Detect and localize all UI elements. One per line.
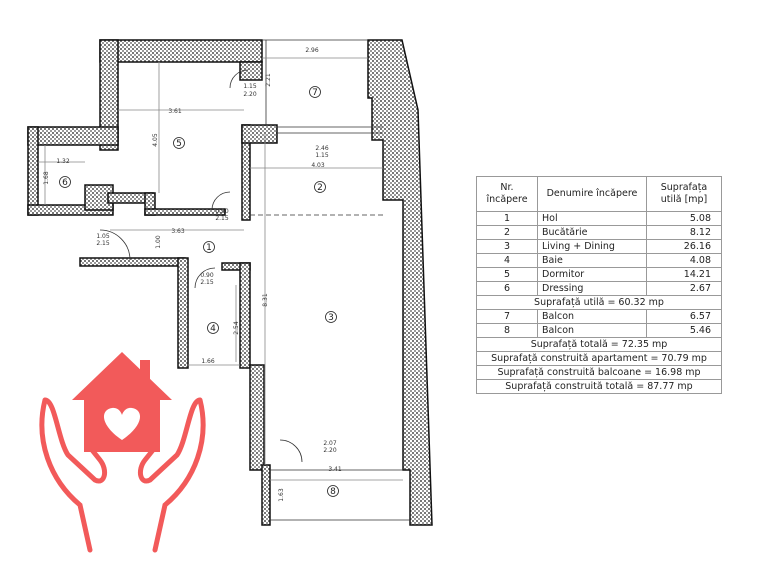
room-name: Living + Dining xyxy=(537,239,647,254)
dimension-label: 2.15 xyxy=(96,240,110,247)
room-number: 5 xyxy=(176,139,182,149)
subtotal-row: Suprafață utilă = 60.32 mp xyxy=(476,295,722,310)
area-table: Nr. încăpere Denumire încăpere Suprafața… xyxy=(476,176,722,394)
dimension-label: 2.54 xyxy=(233,321,240,335)
total-row-text: Suprafață construită balcoane = 16.98 mp xyxy=(476,365,722,380)
dimension-label: 2.07 xyxy=(323,440,337,447)
room-nr: 8 xyxy=(476,323,538,338)
room-number-circle xyxy=(327,485,339,497)
room-name: Balcon xyxy=(537,323,647,338)
dimension-label: 2.21 xyxy=(265,73,272,87)
room-number-circle xyxy=(207,322,219,334)
dimension-label: 1.15 xyxy=(315,152,329,159)
dimension-label: 1.15 xyxy=(243,83,257,90)
room-area: 8.12 xyxy=(646,225,722,240)
room-area: 5.46 xyxy=(646,323,722,338)
room-nr: 2 xyxy=(476,225,538,240)
room-nr: 5 xyxy=(476,267,538,282)
total-row: Suprafață construită totală = 87.77 mp xyxy=(476,379,722,394)
room-nr: 4 xyxy=(476,253,538,268)
house-heart-hands-icon xyxy=(39,352,206,553)
room-number-circle xyxy=(203,241,215,253)
dimension-label: 0.90 xyxy=(200,272,214,279)
room-number-circle xyxy=(325,311,337,323)
table-row: 7 Balcon 6.57 xyxy=(476,309,722,324)
header-nr: Nr. încăpere xyxy=(476,176,538,212)
room-number: 6 xyxy=(62,178,68,188)
dimension-label: 3.41 xyxy=(328,466,342,473)
header-name: Denumire încăpere xyxy=(537,176,647,212)
dimension-labels: 2.962.211.152.203.614.052.461.154.031.32… xyxy=(43,47,342,502)
room-name: Baie xyxy=(537,253,647,268)
room-name: Hol xyxy=(537,211,647,226)
total-row: Suprafață totală = 72.35 mp xyxy=(476,337,722,352)
table-row: 3 Living + Dining 26.16 xyxy=(476,239,722,254)
room-name: Dormitor xyxy=(537,267,647,282)
table-row: 2 Bucătărie 8.12 xyxy=(476,225,722,240)
header-area: Suprafața utilă [mp] xyxy=(646,176,722,212)
table-row: 8 Balcon 5.46 xyxy=(476,323,722,338)
room-nr: 6 xyxy=(476,281,538,296)
room-nr: 3 xyxy=(476,239,538,254)
room-number: 2 xyxy=(317,183,323,193)
room-area: 2.67 xyxy=(646,281,722,296)
table-row: 4 Baie 4.08 xyxy=(476,253,722,268)
room-area: 5.08 xyxy=(646,211,722,226)
room-name: Bucătărie xyxy=(537,225,647,240)
room-number-circle xyxy=(314,181,326,193)
total-row: Suprafață construită apartament = 70.79 … xyxy=(476,351,722,366)
dimension-label: 4.03 xyxy=(311,162,325,169)
room-area: 6.57 xyxy=(646,309,722,324)
room-nr: 7 xyxy=(476,309,538,324)
dimension-label: 4.05 xyxy=(152,133,159,147)
dimension-label: 1.66 xyxy=(201,358,215,365)
dimension-label: 3.61 xyxy=(168,108,182,115)
dimension-label: 2.20 xyxy=(243,91,257,98)
plan-lines xyxy=(38,39,410,521)
room-name: Balcon xyxy=(537,309,647,324)
room-name: Dressing xyxy=(537,281,647,296)
room-number: 3 xyxy=(328,313,334,323)
total-row: Suprafață construită balcoane = 16.98 mp xyxy=(476,365,722,380)
dimension-label: 8.31 xyxy=(262,293,269,307)
total-row-text: Suprafață construită apartament = 70.79 … xyxy=(476,351,722,366)
room-numbers: 1 2 3 4 5 6 7 8 xyxy=(59,86,339,497)
room-number: 8 xyxy=(330,487,336,497)
room-area: 26.16 xyxy=(646,239,722,254)
table-header-row: Nr. încăpere Denumire încăpere Suprafața… xyxy=(476,176,722,212)
dimension-label: 1.05 xyxy=(96,233,110,240)
room-number: 1 xyxy=(206,243,212,253)
table-row: 5 Dormitor 14.21 xyxy=(476,267,722,282)
total-row-text: Suprafață construită totală = 87.77 mp xyxy=(476,379,722,394)
room-number-circle xyxy=(173,137,185,149)
room-number-circle xyxy=(59,176,71,188)
dimension-label: 1.68 xyxy=(43,171,50,185)
dimension-label: 2.20 xyxy=(323,447,337,454)
room-nr: 1 xyxy=(476,211,538,226)
dimension-label: 1.32 xyxy=(56,158,70,165)
dimension-label: 2.96 xyxy=(305,47,319,54)
dimension-label: 2.46 xyxy=(315,145,329,152)
dimension-label: 2.15 xyxy=(215,215,229,222)
room-number: 4 xyxy=(210,324,216,334)
dimension-label: 2.15 xyxy=(200,279,214,286)
table-row: 1 Hol 5.08 xyxy=(476,211,722,226)
dimension-label: 3.63 xyxy=(171,228,185,235)
room-area: 14.21 xyxy=(646,267,722,282)
walls xyxy=(27,39,433,526)
dimension-label: 1.63 xyxy=(278,488,285,502)
room-area: 4.08 xyxy=(646,253,722,268)
subtotal-row-text: Suprafață utilă = 60.32 mp xyxy=(476,295,722,310)
dimension-label: 0.90 xyxy=(215,208,229,215)
dimension-label: 1.00 xyxy=(155,235,162,249)
table-row: 6 Dressing 2.67 xyxy=(476,281,722,296)
room-number: 7 xyxy=(312,88,318,98)
room-number-circle xyxy=(309,86,321,98)
total-row-text: Suprafață totală = 72.35 mp xyxy=(476,337,722,352)
